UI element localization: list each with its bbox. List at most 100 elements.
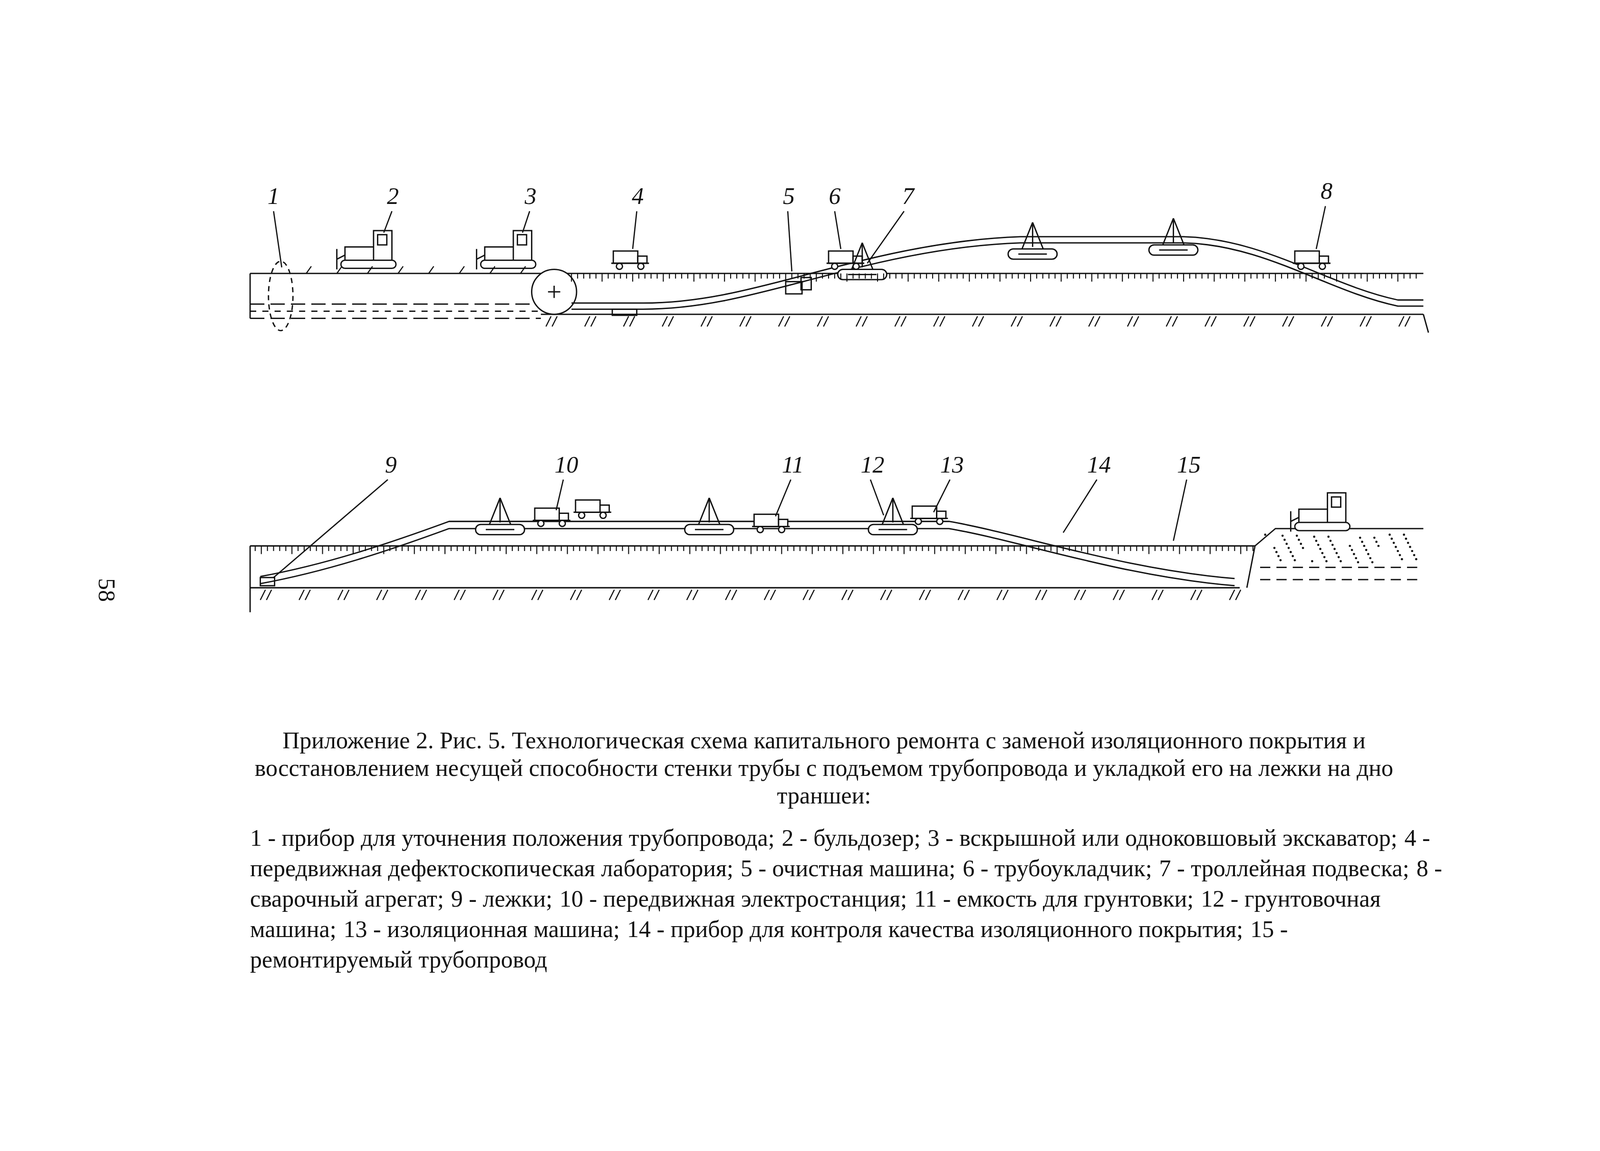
legend-list: 1 - прибор для уточнения положения трубо…	[250, 822, 1445, 975]
scale-tick	[640, 545, 642, 551]
soil-hatch	[1011, 316, 1017, 327]
scale-tick	[909, 545, 911, 551]
scale-tick	[601, 273, 603, 282]
scale-tick	[1121, 273, 1123, 282]
scale-tick	[1134, 273, 1136, 279]
scale-tick	[1246, 545, 1248, 551]
scale-tick	[1007, 545, 1009, 551]
scale-tick	[1233, 545, 1235, 551]
scale-tick	[836, 545, 838, 551]
scale-tick	[650, 273, 652, 279]
soil-hatch	[647, 589, 654, 600]
scale-tick	[1031, 545, 1033, 551]
soil-hatch	[1166, 316, 1172, 327]
scale-tick	[634, 545, 636, 551]
scale-tick	[1293, 273, 1295, 279]
backfill-dot	[1388, 533, 1391, 536]
scale-tick	[1158, 273, 1160, 279]
scale-tick	[316, 545, 318, 551]
soil-hatch	[629, 316, 636, 327]
scale-tick	[950, 273, 952, 279]
soil-hatch	[978, 316, 984, 327]
backfill-dot	[1415, 558, 1418, 561]
scale-tick	[591, 545, 593, 551]
scale-tick	[720, 545, 722, 554]
scale-tick	[799, 545, 801, 551]
scale-tick	[638, 273, 640, 279]
scale-tick	[809, 273, 811, 279]
scale-tick	[732, 545, 733, 551]
scale-tick	[748, 273, 750, 279]
scale-tick	[1213, 273, 1215, 282]
backfill-dot	[1312, 535, 1316, 539]
soil-hatch	[492, 589, 499, 600]
scale-tick	[297, 545, 299, 551]
scale-tick	[462, 545, 464, 551]
scale-tick	[1079, 273, 1080, 279]
scale-tick	[1085, 273, 1087, 279]
scale-tick	[779, 273, 781, 279]
scale-tick	[260, 545, 262, 554]
scale-tick	[681, 273, 683, 279]
scale-tick	[877, 273, 878, 282]
scale-tick	[999, 273, 1001, 282]
scale-tick	[687, 273, 689, 279]
scale-tick	[828, 273, 829, 279]
scale-tick	[658, 545, 660, 554]
grass-tuft	[337, 266, 343, 274]
scale-tick	[1378, 273, 1380, 279]
scale-tick	[1348, 273, 1350, 279]
scale-tick	[695, 545, 697, 551]
scale-tick	[1209, 545, 1211, 554]
soil-hatch	[784, 316, 791, 327]
soil-hatch	[809, 589, 815, 600]
soil-hatch	[1119, 589, 1125, 600]
soil-hatch	[862, 316, 868, 327]
scale-tick	[705, 273, 707, 279]
scale-tick	[1136, 545, 1138, 551]
scale-tick	[554, 545, 556, 551]
scale-tick	[742, 273, 744, 279]
scale-tick	[487, 545, 489, 551]
soil-hatch	[856, 316, 862, 327]
backfill-dot	[1317, 543, 1320, 547]
scale-tick	[1227, 545, 1229, 551]
scale-tick	[891, 545, 893, 551]
scale-tick	[1140, 273, 1142, 279]
scale-tick	[1274, 273, 1276, 282]
scale-tick	[840, 273, 842, 279]
backfill-dot	[1287, 546, 1291, 550]
scale-tick	[1330, 273, 1331, 279]
scale-tick	[925, 273, 927, 279]
backfill-dot	[1301, 546, 1305, 550]
scale-tick	[944, 273, 946, 279]
backfill-dot	[1367, 552, 1370, 556]
soil-hatch	[584, 316, 590, 327]
scale-tick	[1062, 545, 1064, 551]
scale-tick	[956, 273, 958, 279]
backfill-dot	[1396, 549, 1399, 553]
scale-tick	[432, 545, 434, 551]
scale-tick	[699, 273, 701, 279]
backfill-dot	[1407, 541, 1410, 544]
scale-tick	[668, 273, 670, 279]
callout-number: 8	[1318, 178, 1335, 203]
backfill-dot	[1371, 560, 1374, 564]
soil-hatch	[537, 589, 543, 600]
scale-tick	[1372, 273, 1374, 279]
backfill-dot	[1410, 549, 1414, 553]
soil-hatch	[996, 589, 1003, 600]
backfill-dot	[1329, 539, 1332, 542]
scale-tick	[952, 545, 954, 551]
soil-hatch	[623, 316, 629, 327]
scale-tick	[616, 545, 617, 551]
soil-hatch	[570, 589, 576, 600]
soil-hatch	[1359, 316, 1366, 327]
scale-tick	[1080, 545, 1082, 551]
backfill-dot	[1321, 551, 1324, 555]
soil-hatch	[1321, 316, 1327, 327]
scale-tick	[860, 545, 862, 551]
scale-tick	[1118, 545, 1119, 554]
scale-tick	[1201, 273, 1203, 279]
scale-tick	[1048, 273, 1050, 279]
